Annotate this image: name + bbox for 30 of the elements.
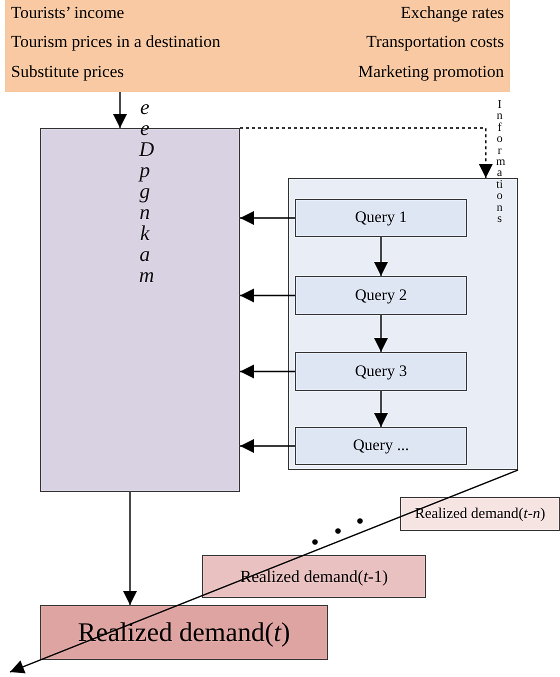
- factor-label: Marketing promotion: [358, 60, 504, 83]
- box-label: Query 1: [355, 209, 407, 227]
- arrow: [10, 469, 518, 674]
- demand-box: [400, 497, 560, 531]
- demand-box: [202, 555, 426, 598]
- query-box: [295, 276, 467, 315]
- arrow: [240, 288, 295, 302]
- query-box: [295, 352, 467, 391]
- arrow: [374, 391, 388, 427]
- query-box: [295, 427, 467, 465]
- arrow: [240, 364, 295, 378]
- factor-label: Tourism prices in a destination: [11, 31, 220, 54]
- factor-label: Transportation costs: [366, 31, 504, 54]
- arrow: [374, 315, 388, 352]
- arrow: [374, 237, 388, 276]
- factor-box: [5, 0, 510, 92]
- factor-label: Exchange rates: [400, 2, 504, 24]
- arrow: [123, 492, 137, 605]
- query-box: [295, 199, 467, 237]
- factor-label: Substitute prices: [11, 60, 124, 83]
- arrow: [240, 211, 295, 225]
- box-label: Query 2: [355, 286, 407, 304]
- box-label: Realized demand(t-n): [414, 506, 546, 522]
- vertical-label: Information s: [496, 99, 504, 224]
- box-label: Query ...: [353, 437, 409, 455]
- box-label: Query 3: [355, 362, 407, 380]
- dashed-arrow: [240, 127, 493, 178]
- factor-label: Tourists’ income: [11, 2, 124, 24]
- arrow: [113, 92, 127, 128]
- arrow: [240, 439, 295, 453]
